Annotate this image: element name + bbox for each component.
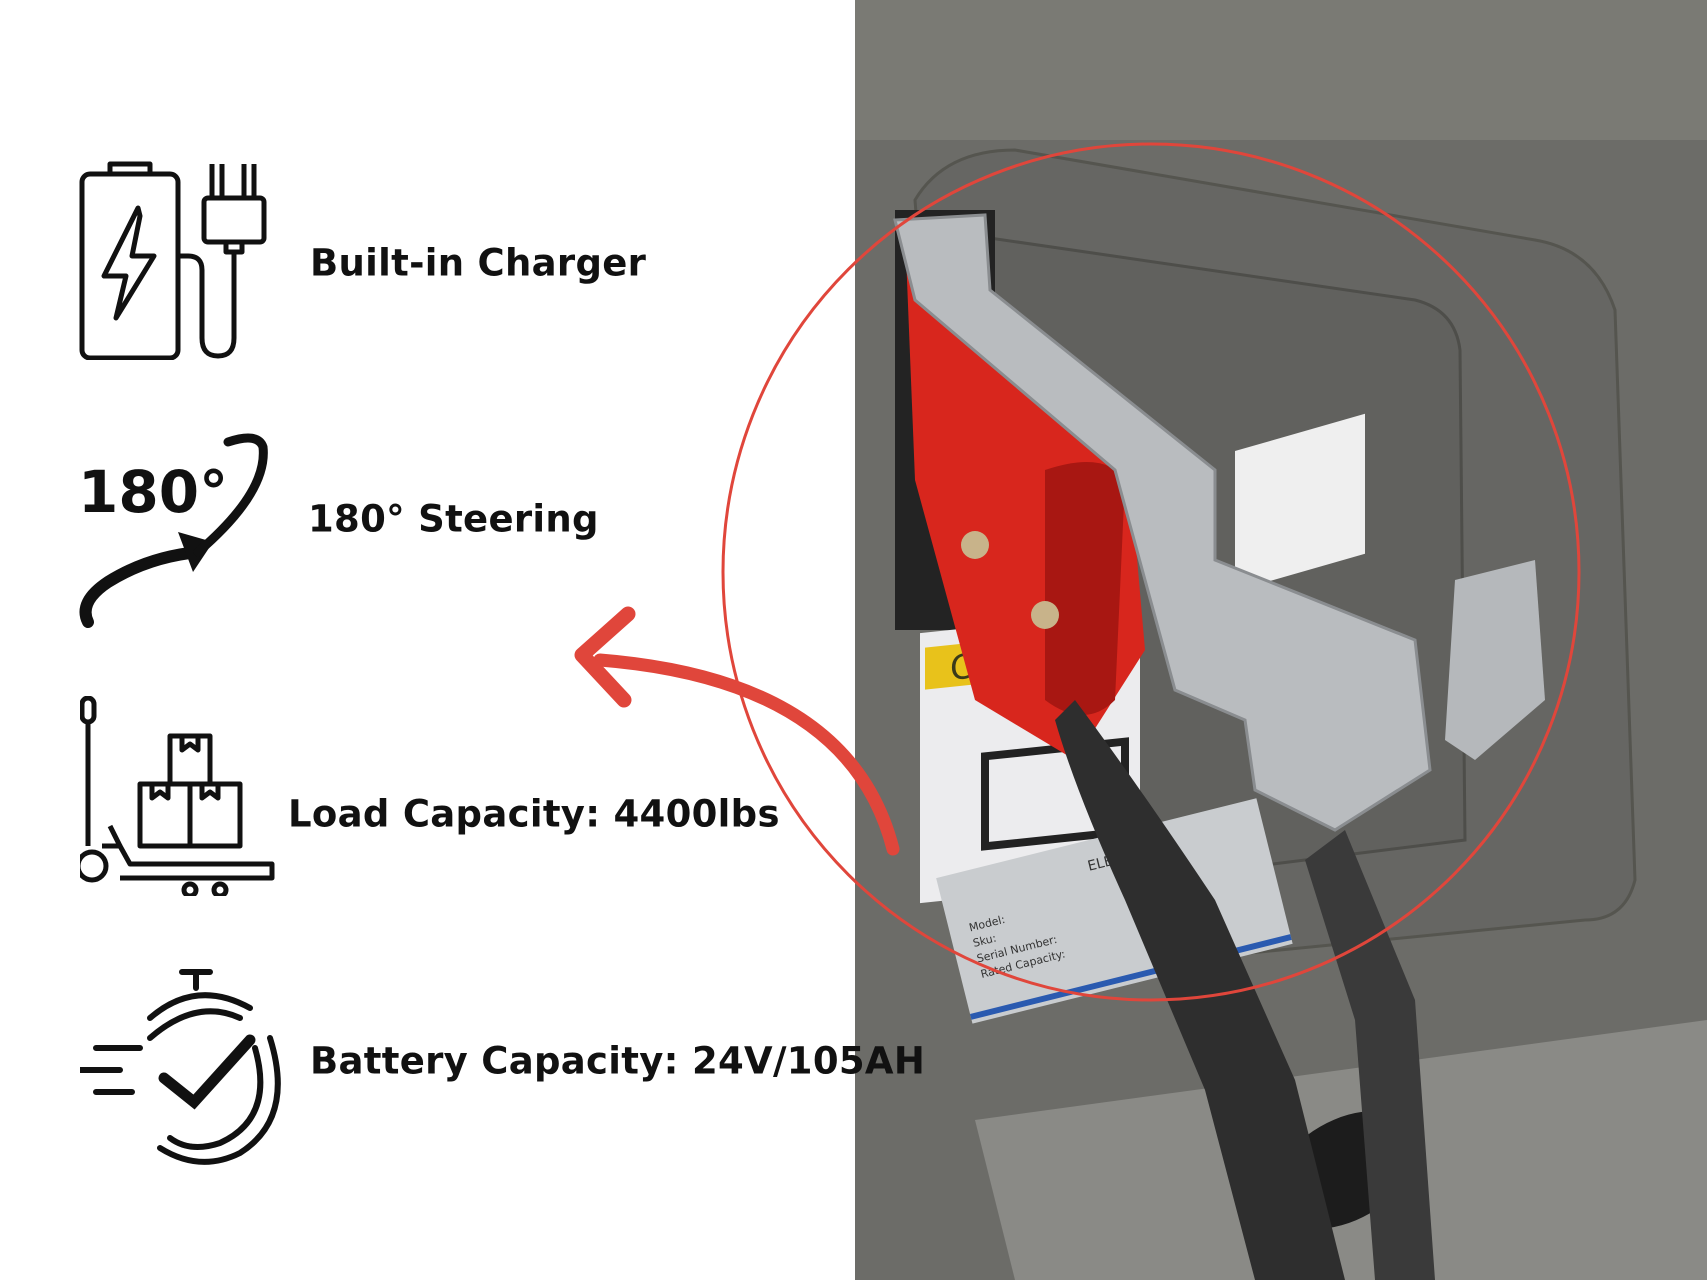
feature-label-load: Load Capacity: 4400lbs (288, 792, 780, 836)
feature-label-battery: Battery Capacity: 24V/105AH (310, 1039, 926, 1083)
rotation-180-text: 180° (78, 458, 228, 526)
battery-charger-plug-icon (79, 161, 267, 360)
arrow-head-icon (574, 606, 636, 708)
feature-label-steering: 180° Steering (308, 497, 599, 541)
feature-label-charger: Built-in Charger (310, 241, 647, 285)
rotation-180-icon: 180° (78, 433, 268, 628)
stopwatch-check-icon (80, 969, 281, 1165)
product-photo: Cl ELECTRIC PA Model: Sku: Serial Number… (855, 0, 1707, 1280)
pallet-jack-boxes-icon (80, 696, 275, 896)
